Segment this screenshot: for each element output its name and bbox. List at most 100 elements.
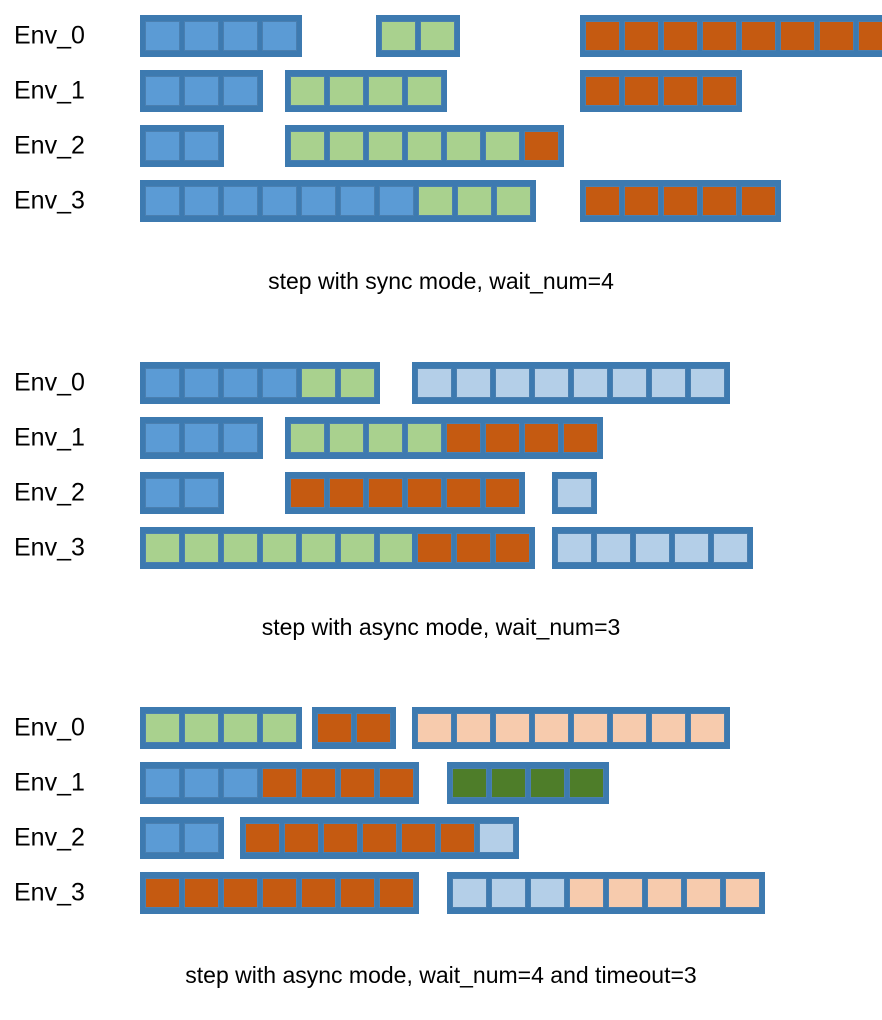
timeline-track [120,810,882,865]
step-cell-dark-green [530,768,565,798]
step-cell-green [446,131,481,161]
step-cell-green [368,423,403,453]
step-cell-blue [184,478,219,508]
step-cell-blue [145,21,180,51]
step-group [140,125,224,167]
step-group [412,362,730,404]
step-cell-orange [401,823,436,853]
step-cell-dark-green [491,768,526,798]
timeline-row: Env_1 [0,63,882,118]
panel-caption: step with async mode, wait_num=4 and tim… [185,962,697,988]
step-group [240,817,519,859]
step-cell-green [184,713,219,743]
step-cell-green [145,533,180,563]
step-group [140,180,536,222]
step-cell-orange [624,186,659,216]
env-row-label: Env_0 [14,21,85,49]
step-cell-orange [780,21,815,51]
step-group [580,180,781,222]
step-cell-orange [340,768,375,798]
step-group [140,15,302,57]
step-group [140,472,224,514]
timeline-track [120,8,882,63]
step-group [140,417,263,459]
step-cell-blue [223,423,258,453]
step-cell-light-blue [713,533,748,563]
step-cell-light-blue [495,368,530,398]
timeline-track [120,63,882,118]
env-row-label: Env_2 [14,131,85,159]
step-cell-orange [741,186,776,216]
step-cell-green [368,131,403,161]
step-group [140,362,380,404]
step-cell-green [329,131,364,161]
step-cell-blue [184,823,219,853]
env-row-label: Env_3 [14,533,85,561]
step-cell-orange [624,76,659,106]
step-cell-light-blue [534,368,569,398]
step-cell-orange [495,533,530,563]
step-cell-orange [663,76,698,106]
step-cell-green [407,423,442,453]
step-cell-blue [184,76,219,106]
step-cell-green [496,186,531,216]
step-cell-orange [245,823,280,853]
step-cell-light-blue [573,368,608,398]
step-cell-green [301,368,336,398]
step-cell-blue [223,768,258,798]
step-cell-light-blue [612,368,647,398]
step-cell-green [329,423,364,453]
step-cell-peach [534,713,569,743]
step-cell-orange [585,186,620,216]
step-cell-blue [223,76,258,106]
step-cell-orange [702,186,737,216]
step-cell-orange [741,21,776,51]
step-group [376,15,460,57]
timeline-track [120,173,882,228]
step-cell-peach [495,713,530,743]
timeline-track [120,118,882,173]
step-cell-orange [446,478,481,508]
step-cell-blue [145,423,180,453]
step-cell-blue [340,186,375,216]
step-cell-green [485,131,520,161]
step-cell-orange [329,478,364,508]
step-cell-orange [446,423,481,453]
step-cell-blue [184,21,219,51]
timeline-row: Env_3 [0,173,882,228]
step-cell-green [301,533,336,563]
env-row-label: Env_2 [14,823,85,851]
step-cell-green [290,131,325,161]
step-cell-green [379,533,414,563]
step-cell-peach [569,878,604,908]
timeline-row: Env_0 [0,700,882,755]
step-cell-peach [573,713,608,743]
step-cell-blue [145,186,180,216]
step-cell-green [407,131,442,161]
step-cell-orange [301,878,336,908]
timeline-track [120,865,882,920]
env-row-label: Env_3 [14,186,85,214]
step-cell-blue [262,21,297,51]
step-cell-peach [417,713,452,743]
step-cell-orange [485,423,520,453]
step-cell-dark-green [569,768,604,798]
step-group [285,472,525,514]
timeline-track [120,355,882,410]
step-cell-blue [184,186,219,216]
step-cell-peach [608,878,643,908]
step-cell-blue [301,186,336,216]
timeline-row: Env_2 [0,118,882,173]
step-group [140,707,302,749]
step-cell-orange [485,478,520,508]
step-group [140,527,419,569]
step-cell-blue [262,186,297,216]
step-cell-green [184,533,219,563]
step-cell-light-blue [456,368,491,398]
step-cell-blue [145,478,180,508]
step-cell-orange [585,76,620,106]
step-cell-light-blue [674,533,709,563]
step-cell-light-blue [452,878,487,908]
